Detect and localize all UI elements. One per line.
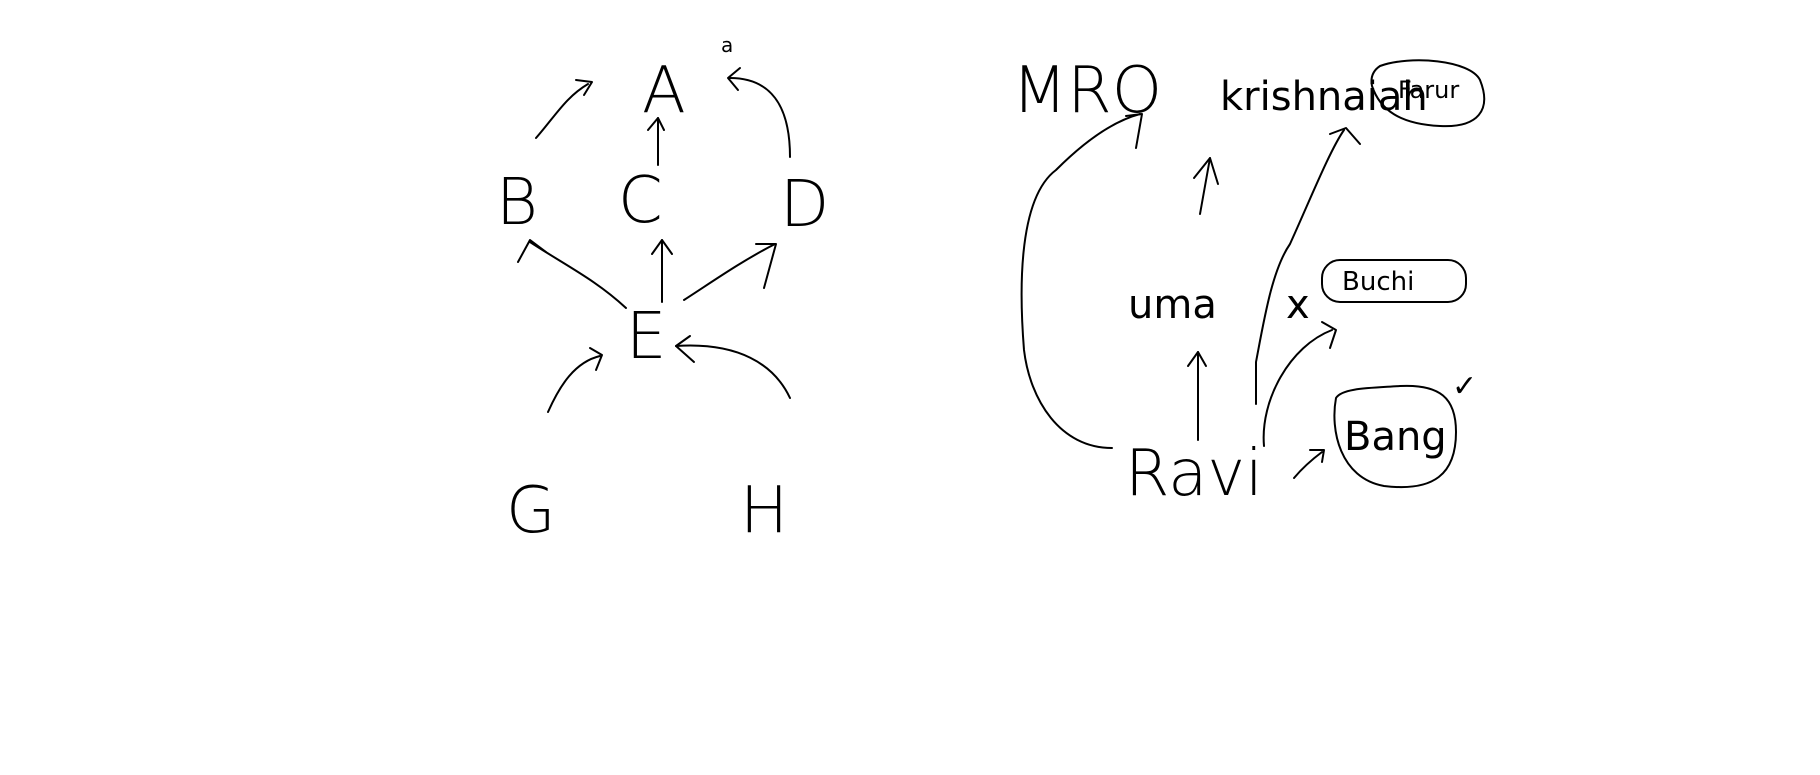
edge-ravi-to-x <box>1262 329 1333 447</box>
edge-ravi-to-uma-arrowhead <box>1187 351 1207 367</box>
bubble-farur-outline <box>1370 59 1486 128</box>
node-a-mark: a <box>721 33 733 57</box>
node-a-label: A <box>642 54 686 128</box>
edge-ravi-to-bang <box>1293 451 1323 479</box>
node-c-label: C <box>618 164 663 238</box>
bubble-bang-label: Bang <box>1344 414 1447 460</box>
node-krishnaiah-label: krishnaiah <box>1220 74 1428 120</box>
node-e-label: E <box>626 300 666 374</box>
edge-h-to-e <box>675 344 791 399</box>
edge-g-to-e <box>547 355 601 413</box>
edge-d-to-a-arrowhead <box>727 67 741 91</box>
edge-b-to-a-arrowhead <box>575 79 593 96</box>
right-graph: MRO krishnaiah uma x Ravi Farur Buchi Ba… <box>1012 54 1486 511</box>
bubble-buchi-label: Buchi <box>1342 267 1414 297</box>
node-mro-label: MRO <box>1012 54 1162 128</box>
edge-e-to-b-arrowhead <box>517 239 547 263</box>
edge-ravi-to-x-arrowhead <box>1321 321 1337 349</box>
bang-check-mark: ✓ <box>1452 369 1477 404</box>
left-graph: A a B C D E G H <box>496 33 829 548</box>
edge-e-to-d <box>683 243 776 301</box>
node-x-label: x <box>1286 282 1310 328</box>
edge-h-to-e-arrowhead <box>675 335 695 363</box>
bubble-bang-outline <box>1333 384 1457 489</box>
edge-uma-to-krishnaiah-arrowhead <box>1193 157 1219 185</box>
edge-ravi-to-mro-arrowhead <box>1125 113 1143 149</box>
node-ravi-label: Ravi <box>1125 437 1263 511</box>
node-h-label: H <box>740 474 788 548</box>
edge-ravi-to-mro <box>1020 113 1141 449</box>
edge-b-to-a <box>535 83 589 139</box>
edge-c-to-a-arrowhead <box>647 117 665 131</box>
bubble-buchi-outline <box>1321 259 1467 303</box>
edge-uma-to-krishnaiah <box>1199 157 1211 215</box>
edge-ravi-to-bang-arrowhead <box>1309 449 1325 463</box>
edge-e-to-d-arrowhead <box>755 243 777 289</box>
node-uma-label: uma <box>1128 282 1217 328</box>
node-b-label: B <box>496 166 538 240</box>
edge-e-to-c-arrowhead <box>651 239 673 255</box>
edge-d-to-a <box>729 77 791 158</box>
edge-ravi-to-krishnaiah <box>1255 129 1345 405</box>
node-g-label: G <box>506 474 556 548</box>
edge-g-to-e-arrowhead <box>589 347 603 371</box>
edge-ravi-to-krishnaiah-arrowhead <box>1329 127 1361 145</box>
bubble-farur-label: Farur <box>1398 76 1459 104</box>
node-d-label: D <box>780 168 829 242</box>
